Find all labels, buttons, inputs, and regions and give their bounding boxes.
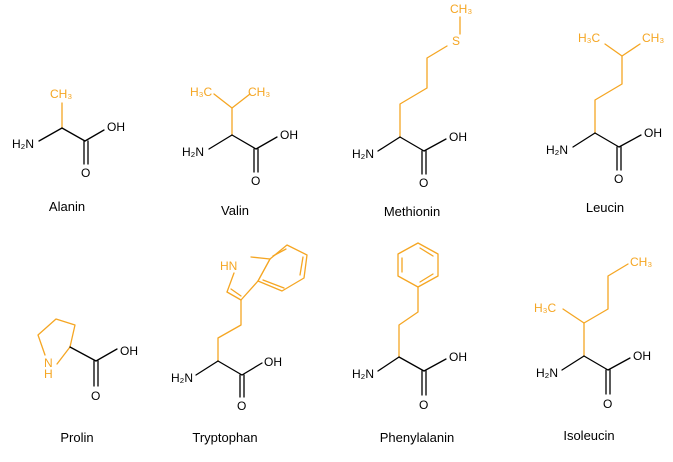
isoleucin-methyl-left-label: H₃C (534, 301, 557, 315)
methionin-backbone (377, 136, 447, 175)
molecule-isoleucin: H₃C CH₃ H₂N OH O Isoleucin (534, 255, 652, 443)
molecule-valin: H₃C CH₃ H₂N OH O Valin (182, 85, 298, 218)
phenylalanin-amine-label: H₂N (352, 367, 374, 381)
alanin-name: Alanin (49, 199, 85, 214)
methionin-name: Methionin (384, 204, 440, 219)
isoleucin-amine-label: H₂N (536, 366, 558, 380)
phenylalanin-oxygen-label: O (419, 398, 428, 412)
leucin-methyl-right-label: CH₃ (642, 31, 664, 45)
valin-hydroxyl-label: OH (280, 128, 298, 142)
methionin-hydroxyl-label: OH (449, 130, 467, 144)
prolin-ring-n-label: N (44, 356, 53, 370)
prolin-name: Prolin (60, 430, 93, 445)
valin-methyl-left-label: H₃C (190, 85, 213, 99)
prolin-oxygen-label: O (91, 389, 100, 403)
prolin-hydroxyl-label: OH (120, 344, 138, 358)
phenylalanin-backbone (377, 356, 447, 396)
methionin-methyl-label: CH₃ (450, 2, 472, 16)
valin-oxygen-label: O (251, 174, 260, 188)
valin-amine-label: H₂N (182, 145, 204, 159)
isoleucin-methyl-right-label: CH₃ (630, 255, 652, 269)
leucin-methyl-left-label: H₃C (578, 31, 601, 45)
alanin-hydroxyl-label: OH (107, 120, 125, 134)
prolin-ring-h-label: H (44, 367, 53, 381)
leucin-oxygen-label: O (614, 172, 623, 186)
tryptophan-oxygen-label: O (237, 399, 246, 413)
methionin-side-chain (399, 16, 461, 138)
valin-backbone (208, 134, 278, 173)
leucin-hydroxyl-label: OH (644, 126, 662, 140)
alanin-methyl-label: CH₃ (50, 87, 72, 101)
valin-side-chain (213, 93, 251, 136)
molecule-leucin: H₃C CH₃ H₂N OH O Leucin (546, 31, 664, 215)
prolin-ring (37, 318, 76, 365)
leucin-amine-label: H₂N (546, 143, 568, 157)
molecule-tryptophan: HN H₂N OH O Tryptophan (171, 244, 308, 445)
tryptophan-name: Tryptophan (192, 430, 257, 445)
alanin-oxygen-label: O (81, 166, 90, 180)
alanin-backbone (38, 127, 105, 165)
tryptophan-side-chain (217, 244, 308, 362)
isoleucin-backbone (561, 355, 631, 395)
valin-name: Valin (221, 203, 249, 218)
leucin-backbone (572, 132, 642, 171)
isoleucin-oxygen-label: O (603, 397, 612, 411)
phenylalanin-name: Phenylalanin (380, 430, 454, 445)
prolin-backbone (69, 346, 118, 387)
leucin-name: Leucin (586, 200, 624, 215)
methionin-oxygen-label: O (419, 176, 428, 190)
tryptophan-hydroxyl-label: OH (264, 355, 282, 369)
methionin-amine-label: H₂N (352, 147, 374, 161)
alanin-amine-label: H₂N (12, 137, 34, 151)
molecule-prolin: N H OH O Prolin (37, 318, 138, 445)
tryptophan-backbone (195, 360, 263, 398)
molecule-phenylalanin: H₂N OH O Phenylalanin (352, 242, 467, 445)
phenylalanin-side-chain (397, 242, 439, 358)
molecule-alanin: CH₃ H₂N OH O Alanin (12, 87, 125, 214)
phenylalanin-hydroxyl-label: OH (449, 350, 467, 364)
isoleucin-hydroxyl-label: OH (633, 349, 651, 363)
molecule-methionin: S CH₃ H₂N OH O Methionin (352, 2, 472, 219)
leucin-side-chain (594, 43, 641, 134)
isoleucin-name: Isoleucin (563, 428, 614, 443)
valin-methyl-right-label: CH₃ (248, 85, 270, 99)
isoleucin-side-chain (562, 263, 629, 357)
tryptophan-amine-label: H₂N (171, 371, 193, 385)
methionin-sulfur-label: S (452, 34, 460, 48)
tryptophan-indole-nh-label: HN (220, 259, 237, 273)
